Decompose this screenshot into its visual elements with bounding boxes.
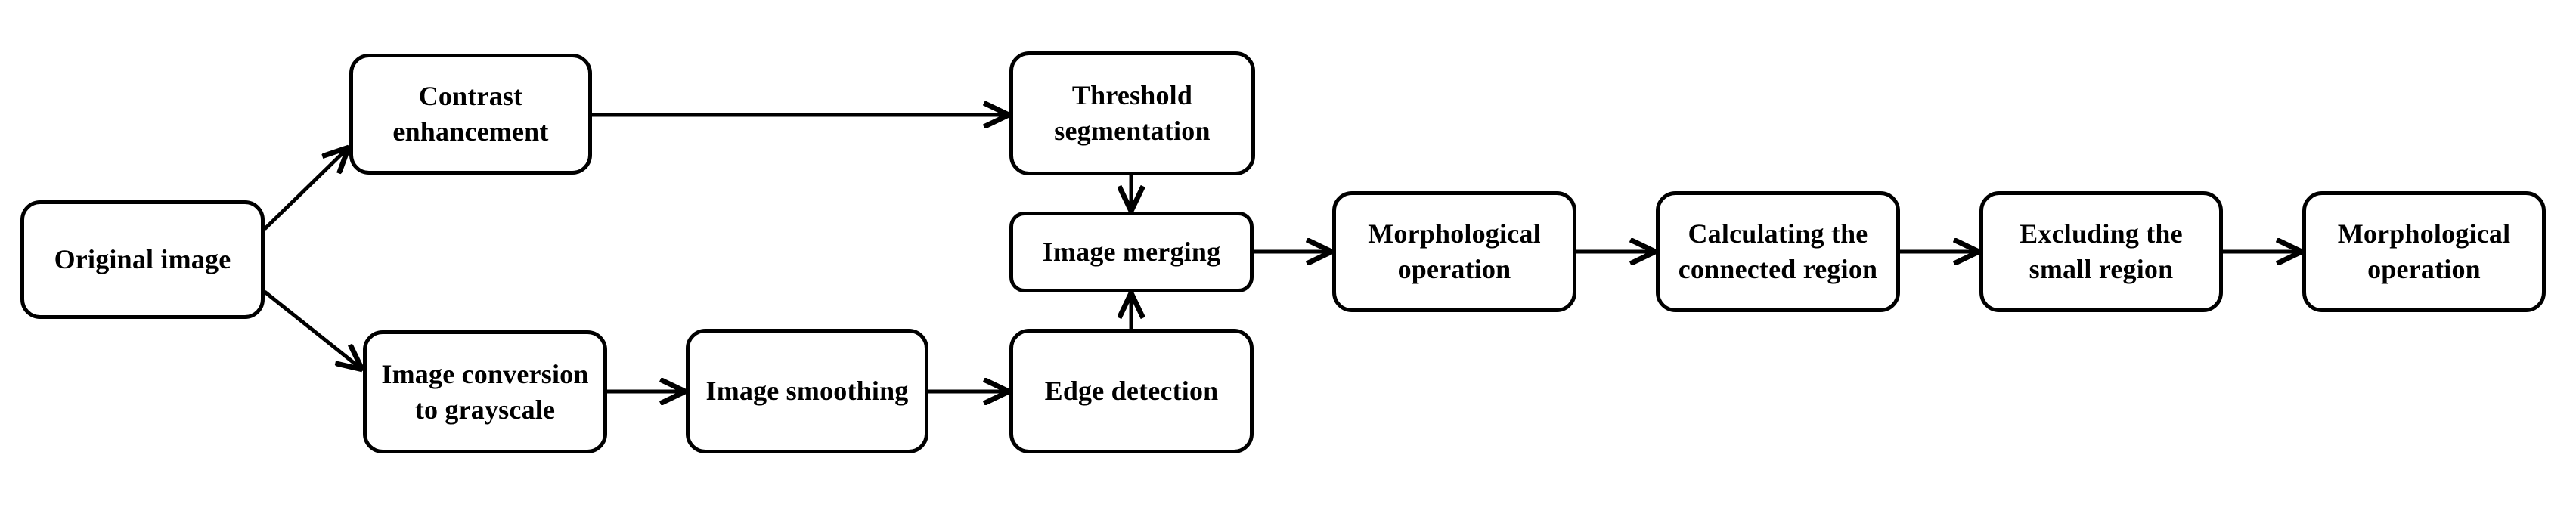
node-label-image-merging: Image merging: [1042, 237, 1221, 268]
node-label-threshold-segmentation: Threshold segmentation: [1054, 80, 1211, 146]
node-label-morphological-operation-1: Morphological operation: [1368, 218, 1541, 284]
node-morphological-operation-2[interactable]: Morphological operation: [2302, 191, 2546, 312]
node-threshold-segmentation[interactable]: Threshold segmentation: [1009, 51, 1255, 175]
node-image-conversion-to-grayscale[interactable]: Image conversion to grayscale: [363, 330, 607, 453]
node-label-original-image: Original image: [54, 244, 231, 275]
edge-original-to-contrast: [263, 148, 348, 231]
node-label-image-smoothing: Image smoothing: [705, 376, 909, 407]
node-image-smoothing[interactable]: Image smoothing: [686, 329, 928, 453]
node-calculating-connected-region[interactable]: Calculating the connected region: [1656, 191, 1900, 312]
node-label-edge-detection: Edge detection: [1044, 376, 1219, 407]
edge-original-to-conversion: [263, 290, 361, 369]
node-label-excluding-small-region: Excluding the small region: [2020, 218, 2183, 284]
node-label-calculating-connected-region: Calculating the connected region: [1678, 218, 1878, 284]
node-original-image[interactable]: Original image: [20, 200, 265, 319]
node-edge-detection[interactable]: Edge detection: [1009, 329, 1254, 453]
node-image-merging[interactable]: Image merging: [1009, 212, 1254, 292]
node-excluding-small-region[interactable]: Excluding the small region: [1979, 191, 2223, 312]
node-contrast-enhancement[interactable]: Contrast enhancement: [349, 54, 592, 175]
node-label-contrast-enhancement: Contrast enhancement: [392, 81, 549, 147]
node-morphological-operation-1[interactable]: Morphological operation: [1332, 191, 1576, 312]
node-label-morphological-operation-2: Morphological operation: [2337, 218, 2511, 284]
node-label-image-conversion-to-grayscale: Image conversion to grayscale: [381, 358, 589, 425]
